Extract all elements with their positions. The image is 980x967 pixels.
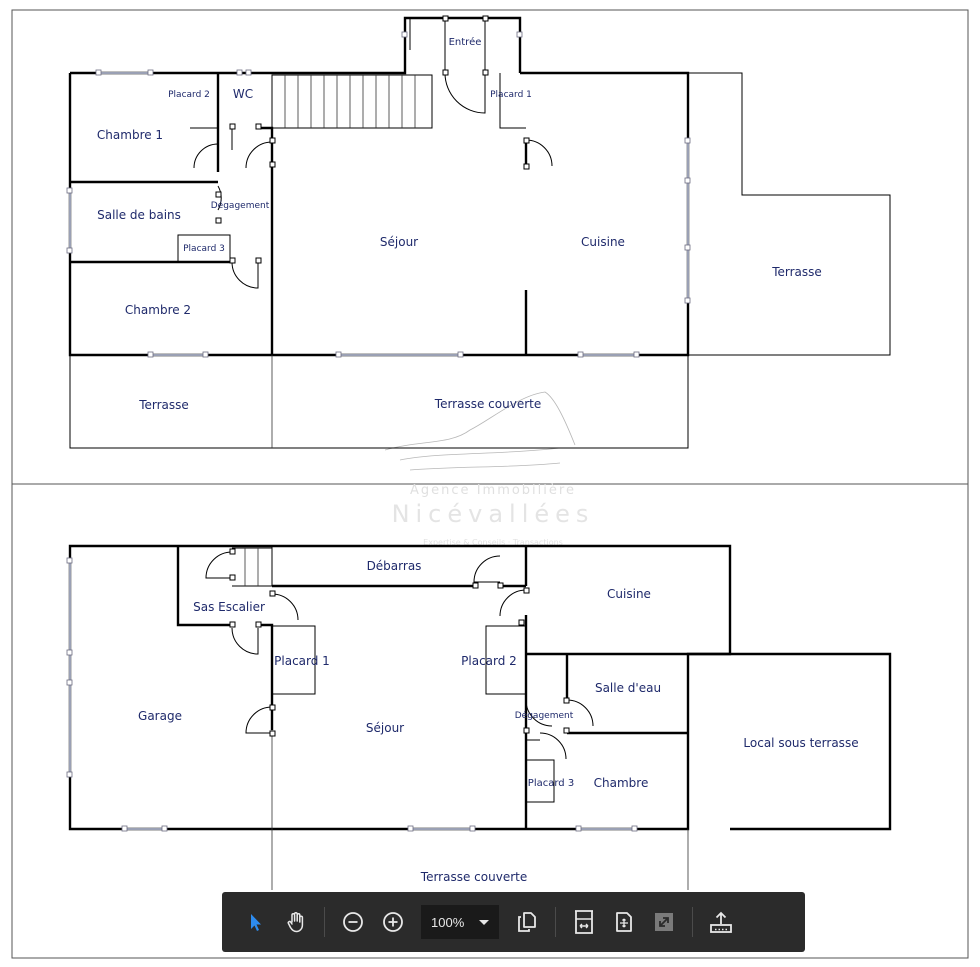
room-label-local-sous-terrasse: Local sous terrasse	[743, 736, 858, 750]
zoom-out-icon	[343, 912, 363, 932]
upper-plan-frame	[11, 9, 969, 485]
room-label-chambre-2: Chambre 2	[125, 303, 191, 317]
room-label-salle-d-eau: Salle d'eau	[595, 681, 661, 695]
download-button[interactable]	[701, 902, 741, 942]
upper-floor-plan: Entrée Placard 2 WC Placard 1 Chambre 1 …	[66, 15, 891, 449]
lower-plan-frame	[11, 483, 969, 959]
room-label-terrasse-couverte-lower: Terrasse couverte	[420, 870, 527, 884]
full-screen-button[interactable]	[644, 902, 684, 942]
select-tool-button[interactable]	[236, 902, 276, 942]
fit-page-button[interactable]	[604, 902, 644, 942]
staircase	[271, 74, 433, 129]
toolbar-separator	[692, 907, 693, 937]
zoom-level-select[interactable]: 100%	[421, 905, 499, 939]
room-label-sejour: Séjour	[380, 235, 418, 249]
room-label-placard-2-lower: Placard 2	[461, 654, 517, 668]
room-label-terrasse-left: Terrasse	[138, 398, 189, 412]
room-label-terrasse-right: Terrasse	[771, 265, 822, 279]
hand-icon	[287, 912, 304, 933]
room-label-chambre-lower: Chambre	[594, 776, 649, 790]
watermark-line-3: Expertise & Conseils · Transactions	[423, 538, 563, 547]
zoom-out-button[interactable]	[333, 902, 373, 942]
rotate-pages-icon	[518, 912, 536, 932]
room-label-degagement-lower: Dégagement	[515, 710, 574, 721]
zoom-level-value: 100%	[431, 914, 465, 930]
pan-tool-button[interactable]	[276, 902, 316, 942]
fit-width-button[interactable]	[564, 902, 604, 942]
zoom-in-icon	[383, 912, 403, 932]
chevron-down-icon	[479, 919, 489, 925]
toolbar-separator	[555, 907, 556, 937]
toolbar-separator	[324, 907, 325, 937]
room-label-garage: Garage	[138, 709, 182, 723]
room-label-terrasse-couverte: Terrasse couverte	[434, 397, 541, 411]
room-label-wc: WC	[233, 87, 253, 101]
lower-floor-plan: Débarras Cuisine Sas Escalier Placard 1 …	[66, 544, 892, 890]
room-label-cuisine: Cuisine	[581, 235, 625, 249]
fit-page-icon	[616, 912, 632, 932]
room-label-placard-3: Placard 3	[183, 244, 225, 254]
room-label-debarras: Débarras	[367, 559, 422, 573]
rotate-pages-button[interactable]	[507, 902, 547, 942]
agency-watermark-logo	[384, 391, 576, 471]
fit-width-icon	[575, 910, 593, 934]
staircase-lower	[232, 547, 273, 587]
watermark-line-1: Agence Immobilière	[410, 483, 576, 498]
watermark-line-2: Nicévallées	[392, 500, 595, 528]
room-label-cuisine-lower: Cuisine	[607, 587, 651, 601]
room-label-placard-1-lower: Placard 1	[274, 654, 330, 668]
room-label-entree: Entrée	[449, 36, 482, 48]
room-label-degagement: Dégagement	[211, 200, 270, 211]
room-label-sejour-lower: Séjour	[366, 721, 404, 735]
zoom-in-button[interactable]	[373, 902, 413, 942]
cursor-arrow-icon	[251, 914, 261, 931]
pdf-viewer-toolbar: 100%	[222, 892, 805, 952]
room-label-placard-1: Placard 1	[490, 90, 532, 100]
download-icon	[710, 911, 732, 933]
room-label-placard-2: Placard 2	[168, 90, 210, 100]
room-label-placard-3-lower: Placard 3	[528, 778, 574, 789]
room-label-chambre-1: Chambre 1	[97, 128, 163, 142]
full-screen-icon	[655, 913, 673, 931]
room-label-sas-escalier: Sas Escalier	[193, 600, 265, 614]
room-label-salle-de-bains: Salle de bains	[97, 208, 181, 222]
